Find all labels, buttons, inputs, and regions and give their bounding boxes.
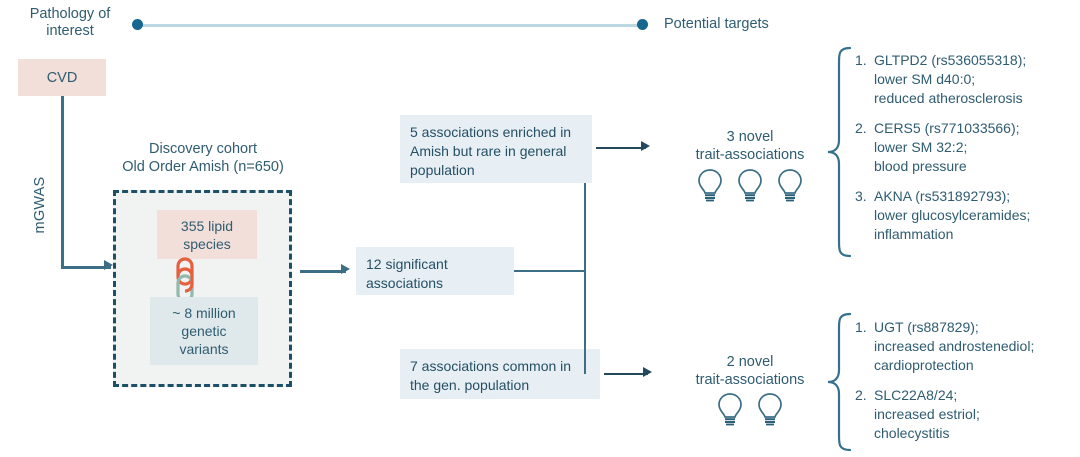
lightbulb-icon [717,392,743,431]
targets-top-list: 1. GLTPD2 (rs536055318); lower SM d40:0; … [855,51,1080,244]
mgwas-arrow-horizontal [61,266,111,269]
splitter-vertical-line [584,183,587,374]
list-item: 1. GLTPD2 (rs536055318); lower SM d40:0; … [855,51,1080,108]
novel-top-title: 3 novel trait-associations [695,129,805,163]
list-item-number: 2. [855,387,867,403]
legend-dot-right [637,19,648,30]
list-item: 3. AKNA (rs531892793); lower glucosylcera… [855,187,1080,244]
list-item-number: 3. [855,188,867,204]
list-item-text: GLTPD2 (rs536055318); lower SM d40:0; re… [874,52,1027,106]
list-item-number: 1. [855,319,867,335]
lightbulb-icon [757,392,783,431]
genetic-variants-box: ~ 8 million genetic variants [150,297,258,365]
list-item-text: AKNA (rs531892793); lower glucosylcerami… [874,188,1031,242]
arrowhead-icon [641,141,650,151]
cvd-box: CVD [18,59,106,96]
novel-top-bulbs [655,168,845,207]
list-item-number: 1. [855,52,867,68]
list-item-number: 2. [855,120,867,136]
list-item-text: SLC22A8/24; increased estriol; cholecyst… [874,387,980,441]
novel-bottom-bulbs [655,392,845,431]
legend-connector-line [133,24,645,27]
lightbulb-icon [777,168,803,207]
mgwas-arrowhead-icon [104,260,113,270]
list-item-text: CERS5 (rs771033566); lower SM 32:2; bloo… [874,120,1020,174]
mgwas-arrow-vertical [61,96,64,268]
novel-bottom-title: 2 novel trait-associations [695,354,805,388]
mgwas-label: mGWAS [32,176,48,234]
lipid-species-box: 355 lipid species [157,210,257,259]
splitter-horizontal-line [514,270,586,273]
arrow-enriched-to-novel-top [596,147,646,150]
chain-link-icon [167,257,203,303]
arrow-common-to-novel-bottom [604,373,648,376]
lightbulb-icon [697,168,723,207]
curly-brace-icon-top [826,46,852,258]
targets-bottom-list: 1. UGT (rs887829); increased androstenedi… [855,318,1080,443]
list-item: 2. CERS5 (rs771033566); lower SM 32:2; bl… [855,119,1080,176]
legend-dot-left [132,19,143,30]
cohort-title: Discovery cohort Old Order Amish (n=650) [122,141,284,175]
enriched-associations-box: 5 associations enriched in Amish but rar… [400,115,592,183]
arrowhead-icon [643,367,652,377]
arrowhead-icon [341,264,350,274]
common-associations-box: 7 associations common in the gen. popula… [400,349,600,399]
lightbulb-icon [737,168,763,207]
curly-brace-icon-bottom [826,312,852,452]
legend-right-label: Potential targets [664,16,769,32]
list-item: 2. SLC22A8/24; increased estriol; cholecy… [855,386,1080,443]
legend-left-label: Pathology of interest [29,6,111,39]
arrow-cohort-to-significant [300,270,346,273]
list-item-text: UGT (rs887829); increased androstenediol… [874,319,1035,373]
list-item: 1. UGT (rs887829); increased androstenedi… [855,318,1080,375]
significant-associations-box: 12 significant associations [356,247,514,295]
